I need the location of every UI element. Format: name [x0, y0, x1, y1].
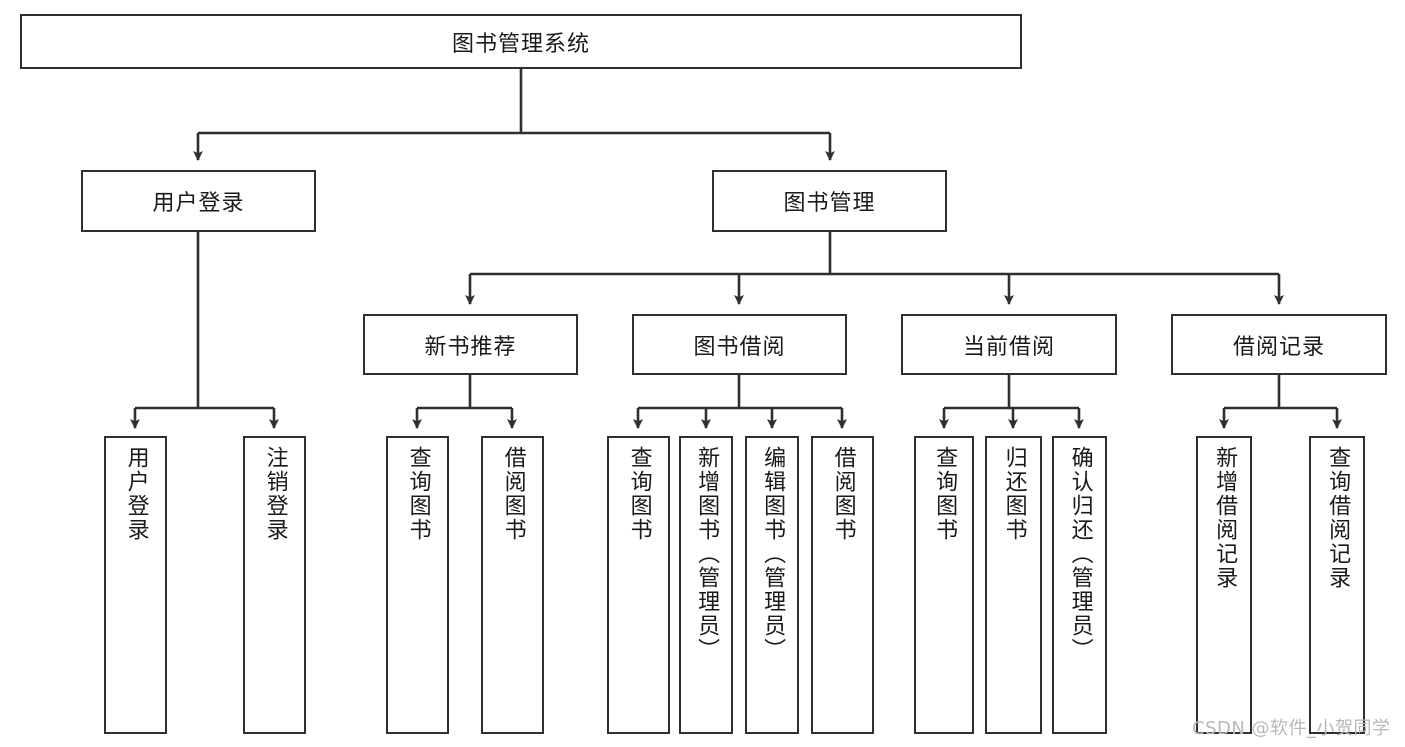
node-leaf-user-login[interactable]: 用户登录	[104, 436, 167, 734]
node-leaf-query-book-2[interactable]: 查询图书	[607, 436, 670, 734]
node-leaf-return-book-label: 归还图书	[1001, 446, 1027, 542]
node-current-borrow[interactable]: 当前借阅	[901, 314, 1117, 375]
node-leaf-query-book-1-label: 查询图书	[405, 446, 431, 542]
node-book-management[interactable]: 图书管理	[712, 170, 947, 232]
node-leaf-logout[interactable]: 注销登录	[243, 436, 306, 734]
node-leaf-borrow-book-1[interactable]: 借阅图书	[481, 436, 544, 734]
node-current-borrow-label: 当前借阅	[962, 334, 1055, 360]
node-leaf-return-book[interactable]: 归还图书	[985, 436, 1042, 734]
node-new-book-recommend-label: 新书推荐	[424, 334, 517, 360]
node-leaf-query-book-1[interactable]: 查询图书	[386, 436, 449, 734]
node-borrow-record-label: 借阅记录	[1232, 334, 1325, 360]
node-user-login[interactable]: 用户登录	[81, 170, 316, 232]
node-leaf-query-book-3[interactable]: 查询图书	[914, 436, 974, 734]
node-leaf-add-record[interactable]: 新增借阅记录	[1196, 436, 1252, 734]
node-borrow-record[interactable]: 借阅记录	[1171, 314, 1387, 375]
node-leaf-confirm-return[interactable]: 确认归还（管理员）	[1052, 436, 1107, 734]
node-book-borrow[interactable]: 图书借阅	[632, 314, 847, 375]
node-leaf-borrow-book-2-label: 借阅图书	[830, 446, 856, 542]
node-leaf-edit-book[interactable]: 编辑图书（管理员）	[745, 436, 799, 734]
node-root[interactable]: 图书管理系统	[20, 14, 1022, 69]
node-leaf-edit-book-label: 编辑图书（管理员）	[760, 446, 786, 662]
node-leaf-confirm-return-label: 确认归还（管理员）	[1067, 446, 1093, 662]
node-book-management-label: 图书管理	[783, 191, 876, 216]
node-leaf-query-book-3-label: 查询图书	[932, 446, 958, 542]
node-user-login-label: 用户登录	[152, 191, 245, 216]
node-leaf-query-record[interactable]: 查询借阅记录	[1309, 436, 1365, 734]
node-leaf-add-record-label: 新增借阅记录	[1212, 446, 1238, 590]
node-new-book-recommend[interactable]: 新书推荐	[363, 314, 578, 375]
node-leaf-query-book-2-label: 查询图书	[626, 446, 652, 542]
node-leaf-borrow-book-1-label: 借阅图书	[500, 446, 526, 542]
node-leaf-add-book[interactable]: 新增图书（管理员）	[679, 436, 733, 734]
node-leaf-query-record-label: 查询借阅记录	[1325, 446, 1351, 590]
node-leaf-user-login-label: 用户登录	[123, 446, 149, 542]
node-root-label: 图书管理系统	[451, 31, 590, 57]
node-leaf-add-book-label: 新增图书（管理员）	[694, 446, 720, 662]
node-book-borrow-label: 图书借阅	[693, 334, 786, 360]
node-leaf-logout-label: 注销登录	[262, 446, 288, 542]
node-leaf-borrow-book-2[interactable]: 借阅图书	[811, 436, 874, 734]
